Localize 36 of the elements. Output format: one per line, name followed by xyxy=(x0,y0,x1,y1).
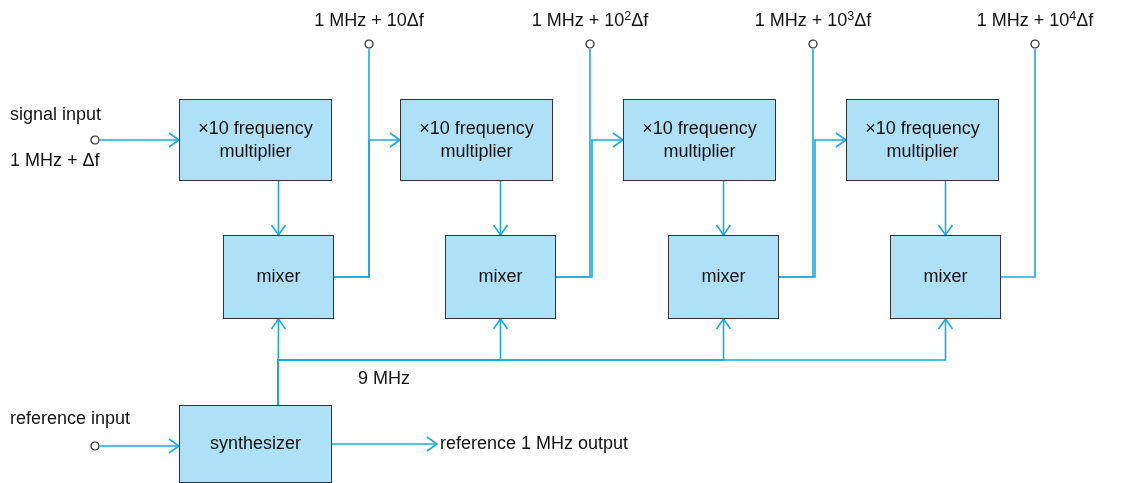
block-box xyxy=(223,235,334,319)
terminal-label: signal input xyxy=(10,104,102,125)
connector-arrow xyxy=(331,436,438,452)
block-label: synthesizer xyxy=(209,432,301,456)
terminal-label: reference input xyxy=(10,408,131,429)
connector-arrow xyxy=(555,132,624,278)
block-label: mixer xyxy=(701,265,746,289)
connector-arrow xyxy=(333,132,401,278)
connector-arrow xyxy=(99,132,180,148)
block-label: ×10 frequency multiplier xyxy=(197,116,314,163)
block-box xyxy=(623,99,776,181)
block-box xyxy=(846,99,999,181)
terminal-label: 1 MHz + 10$^{4}$Δf xyxy=(975,10,1095,31)
block-box xyxy=(890,235,1001,319)
terminal-label: 1 MHz + 10$^{3}$Δf xyxy=(753,10,873,31)
output-label: reference 1 MHz output xyxy=(440,431,660,457)
connector-arrow xyxy=(937,180,954,236)
block-box xyxy=(445,235,556,319)
connector-arrow xyxy=(715,180,732,236)
block-label: ×10 frequency multiplier xyxy=(641,116,758,163)
connector-arrow xyxy=(492,180,509,236)
block-label: mixer xyxy=(923,265,968,289)
terminal-label: 1 MHz + Δf xyxy=(10,150,100,171)
connector-arrow xyxy=(99,438,180,454)
block-box xyxy=(179,405,332,483)
terminal-label: 1 MHz + 10$^{2}$Δf xyxy=(530,10,650,31)
block-box xyxy=(400,99,553,181)
block-box xyxy=(179,99,332,181)
terminal-label: 1 MHz + 10Δf xyxy=(313,10,425,31)
block-label: ×10 frequency multiplier xyxy=(864,116,981,163)
block-box xyxy=(668,235,779,319)
connector-arrow xyxy=(778,132,847,278)
block-label: mixer xyxy=(256,265,301,289)
connector-arrow xyxy=(270,180,287,236)
block-label: mixer xyxy=(478,265,523,289)
block-label: ×10 frequency multiplier xyxy=(418,116,535,163)
